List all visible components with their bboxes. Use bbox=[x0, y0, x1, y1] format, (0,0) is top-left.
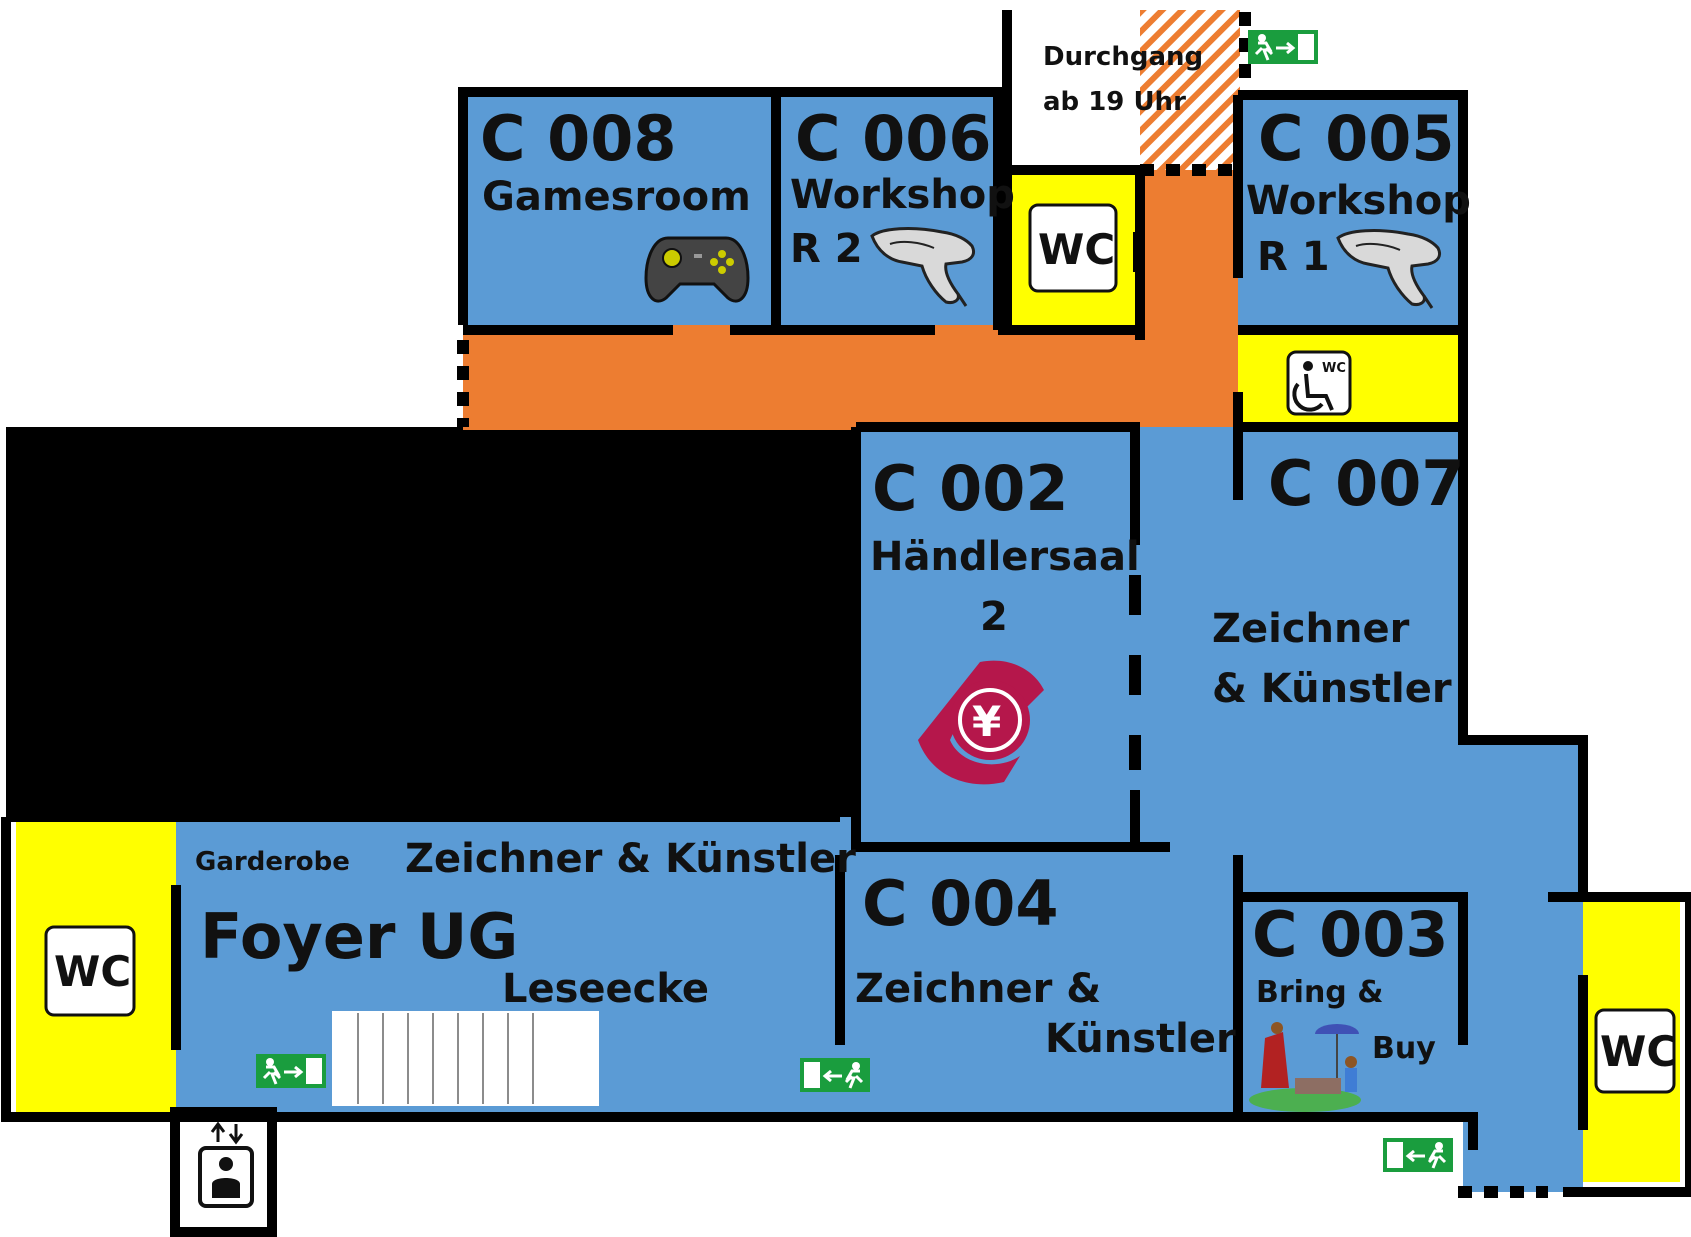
inaccessible-area bbox=[6, 427, 856, 817]
passage-line1: Durchgang bbox=[1043, 42, 1203, 72]
room-c003-line1: Bring & bbox=[1256, 975, 1383, 1010]
exit-sign-icon bbox=[798, 1056, 872, 1094]
wc-right-label: WC bbox=[1600, 1027, 1677, 1076]
room-c006-name: Workshop bbox=[790, 172, 1015, 218]
corridor-upper bbox=[463, 325, 1248, 430]
stairs-icon bbox=[332, 1011, 599, 1106]
room-c005-sub: R 1 bbox=[1257, 234, 1330, 280]
flea-market-icon bbox=[1249, 1022, 1361, 1112]
room-c007-line2: & Künstler bbox=[1212, 666, 1452, 712]
foyer-garderobe: Garderobe bbox=[195, 847, 350, 877]
room-c008-number: C 008 bbox=[480, 102, 677, 175]
corridor-passage bbox=[1140, 170, 1248, 340]
room-c007-number: C 007 bbox=[1268, 447, 1465, 520]
wc-left-sign: WC bbox=[44, 925, 136, 1017]
exit-sign-icon bbox=[1381, 1136, 1455, 1174]
room-c003-number: C 003 bbox=[1252, 898, 1449, 971]
room-c006-number: C 006 bbox=[795, 102, 992, 175]
wheelchair-icon: WC bbox=[1286, 350, 1352, 416]
room-c006 bbox=[776, 97, 998, 325]
elevator-icon bbox=[198, 1121, 254, 1208]
foyer-artists: Zeichner & Künstler bbox=[405, 836, 856, 882]
room-c002-name: Händlersaal bbox=[870, 534, 1140, 580]
room-c005-name: Workshop bbox=[1246, 178, 1471, 224]
room-c004-line2: Künstler bbox=[1045, 1016, 1236, 1062]
accessible-wc-label: WC bbox=[1322, 361, 1346, 376]
room-c006-sub: R 2 bbox=[790, 226, 863, 272]
wc-right-sign: WC bbox=[1594, 1008, 1677, 1094]
room-c005-number: C 005 bbox=[1258, 102, 1455, 175]
room-c004-line1: Zeichner & bbox=[855, 966, 1101, 1012]
room-c002-number: C 002 bbox=[872, 452, 1069, 525]
room-c002-sub: 2 bbox=[980, 594, 1008, 640]
foyer-name: Foyer UG bbox=[200, 900, 518, 973]
wc-left-label: WC bbox=[54, 947, 131, 996]
room-c008-name: Gamesroom bbox=[482, 174, 751, 220]
foyer-reading: Leseecke bbox=[502, 966, 709, 1012]
room-c003-line2: Buy bbox=[1372, 1031, 1436, 1066]
room-c004-number: C 004 bbox=[862, 867, 1059, 940]
exit-sign-icon bbox=[1246, 28, 1320, 66]
wc-top-label: WC bbox=[1038, 225, 1115, 274]
room-c005 bbox=[1238, 97, 1463, 325]
passage-line2: ab 19 Uhr bbox=[1043, 87, 1186, 117]
room-c007-line1: Zeichner bbox=[1212, 606, 1410, 652]
yen-logo-icon: ¥ bbox=[918, 660, 1044, 785]
gamepad-icon bbox=[644, 236, 750, 303]
svg-text:¥: ¥ bbox=[972, 697, 1001, 746]
wc-top-sign: WC bbox=[1028, 203, 1118, 293]
exit-sign-icon bbox=[254, 1052, 328, 1090]
